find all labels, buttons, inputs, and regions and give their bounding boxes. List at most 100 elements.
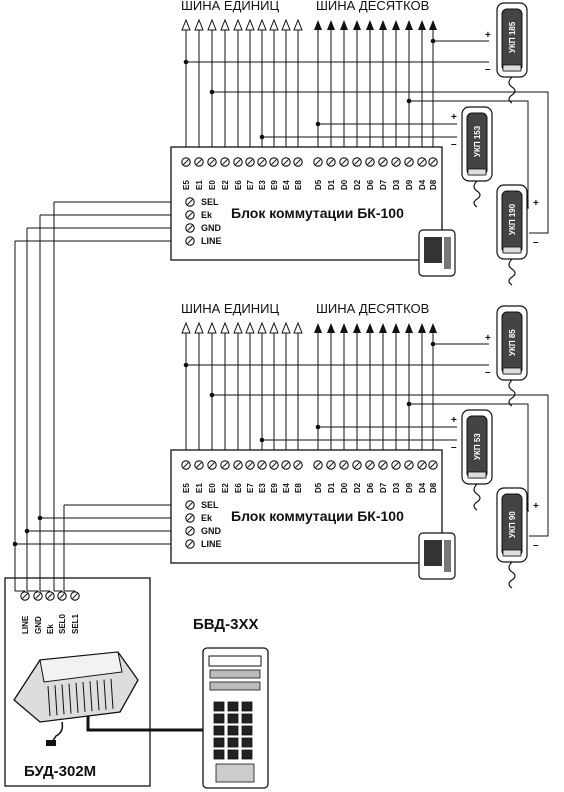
wire — [68, 683, 72, 714]
wire — [419, 462, 425, 468]
terminal-label: E0 — [208, 180, 217, 190]
handset-label: УКП 185 — [508, 21, 517, 53]
terminal-label: E7 — [246, 483, 255, 493]
bus-arrow-open — [257, 321, 267, 334]
handset-label: УКП 53 — [473, 433, 482, 460]
keypad-key — [213, 725, 225, 736]
handset-cord — [473, 483, 481, 511]
wire — [187, 212, 193, 218]
handset-hook — [467, 168, 487, 176]
wire — [187, 238, 193, 244]
polarity-plus: + — [485, 30, 491, 41]
bus-arrow-filled — [327, 20, 335, 30]
intercom-handset: УКП 85 — [496, 305, 528, 407]
polarity-plus: + — [451, 112, 457, 123]
monitor-screen — [424, 237, 442, 263]
wire — [222, 462, 228, 468]
wire — [209, 462, 215, 468]
wire — [430, 462, 436, 468]
polarity-minus: – — [533, 540, 539, 551]
wire — [430, 159, 436, 165]
wire — [222, 159, 228, 165]
terminal-label: D9 — [405, 482, 414, 493]
side-terminal-label: GND — [201, 223, 222, 233]
handset-cord — [508, 561, 516, 589]
terminal-label: D3 — [392, 482, 401, 493]
keypad-key — [213, 701, 225, 712]
keypad-key — [227, 713, 239, 724]
terminal-label: E1 — [195, 180, 204, 190]
power-cord — [51, 721, 64, 743]
bus-arrow-filled — [366, 20, 374, 30]
terminal-label: E3 — [258, 180, 267, 190]
terminal-label: D1 — [327, 482, 336, 493]
polarity-minus: – — [451, 139, 457, 150]
terminal-label: E8 — [294, 483, 303, 493]
keypad-key — [227, 725, 239, 736]
wire — [341, 462, 347, 468]
bus-units-label: ШИНА ЕДИНИЦ — [181, 0, 279, 13]
bus-arrow-open — [233, 18, 243, 31]
bud-terminal-label: GND — [34, 616, 43, 634]
terminal-label: D8 — [429, 482, 438, 493]
bus-tens-label: ШИНА ДЕСЯТКОВ — [316, 301, 429, 316]
bus-arrow-open — [245, 18, 255, 31]
wire — [328, 159, 334, 165]
bus-arrow-open — [194, 18, 204, 31]
terminal-label: E6 — [234, 483, 243, 493]
terminal-label: D8 — [429, 179, 438, 190]
side-terminal-label: Ek — [201, 513, 213, 523]
polarity-minus: – — [451, 442, 457, 453]
bus-arrow-filled — [418, 20, 426, 30]
intercom-handset: УКП 90 — [496, 487, 528, 589]
terminal-label: E2 — [221, 180, 230, 190]
side-terminal-label: GND — [201, 526, 222, 536]
wire — [259, 462, 265, 468]
wire — [183, 462, 189, 468]
wire — [367, 462, 373, 468]
wire — [187, 199, 193, 205]
terminal-label: E9 — [270, 180, 279, 190]
wire — [315, 462, 321, 468]
side-terminal-label: SEL — [201, 500, 219, 510]
bus-arrow-filled — [366, 323, 374, 333]
wire — [380, 159, 386, 165]
terminal-label: D4 — [418, 482, 427, 493]
intercom-handset: УКП 190 — [496, 184, 528, 286]
bus-arrow-open — [181, 18, 191, 31]
bus-arrow-filled — [340, 20, 348, 30]
bus-arrow-open — [257, 18, 267, 31]
wire — [354, 159, 360, 165]
bud-terminal-label: SEL0 — [58, 613, 67, 634]
polarity-minus: – — [485, 64, 491, 75]
terminal-label: E1 — [195, 483, 204, 493]
wire — [295, 159, 301, 165]
terminal-label: D5 — [314, 179, 323, 190]
terminal-label: D6 — [366, 179, 375, 190]
terminal-label: E5 — [182, 483, 191, 493]
terminal-label: E8 — [294, 180, 303, 190]
wire — [89, 681, 93, 712]
polarity-minus: – — [485, 367, 491, 378]
polarity-plus: + — [533, 501, 539, 512]
bud-terminal-label: SEL1 — [71, 613, 80, 634]
terminal-label: D1 — [327, 179, 336, 190]
components: ШИНА ЕДИНИЦ ШИНА ДЕСЯТКОВ + – УКП 185 + – УКП 1… — [4, 0, 539, 789]
power-plug — [46, 740, 56, 746]
monitor-handle — [444, 540, 451, 572]
bud-terminal-label: Ek — [46, 624, 55, 634]
wire — [187, 225, 193, 231]
wire — [354, 462, 360, 468]
keypad-key — [241, 737, 253, 748]
bus-tens-label: ШИНА ДЕСЯТКОВ — [316, 0, 429, 13]
handset-hook — [502, 367, 522, 375]
bus-arrow-filled — [429, 20, 437, 30]
bus-arrow-filled — [314, 323, 322, 333]
keypad-key — [227, 701, 239, 712]
wire — [328, 462, 334, 468]
wire — [75, 682, 79, 713]
terminal-label: E4 — [282, 483, 291, 493]
